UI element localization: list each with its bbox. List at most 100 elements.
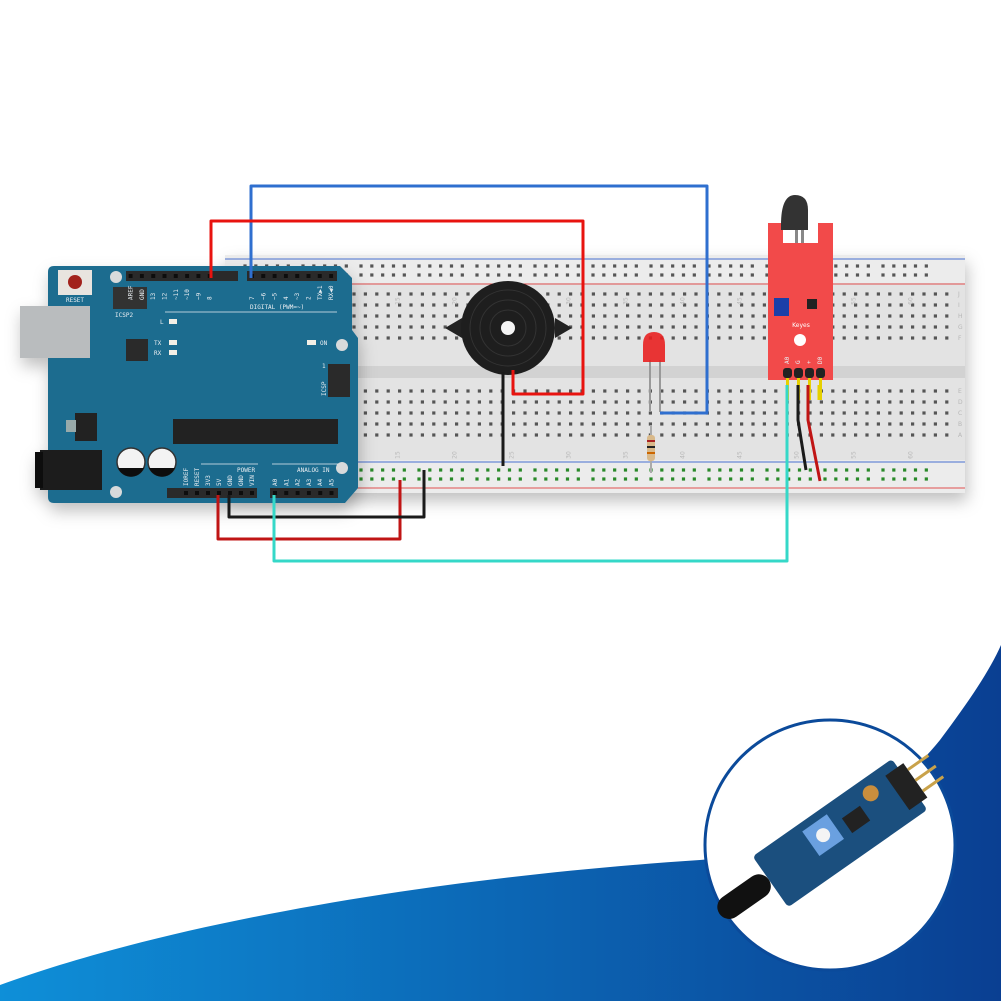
breadboard-hole	[409, 303, 413, 307]
analog-pin-label: A2	[295, 478, 302, 486]
rail-hole	[576, 477, 580, 481]
breadboard-hole	[899, 314, 903, 318]
digital-pin[interactable]	[317, 274, 322, 278]
digital-pin[interactable]	[261, 274, 266, 278]
power-pin[interactable]	[206, 491, 210, 495]
breadboard-hole	[876, 303, 880, 307]
breadboard-hole	[443, 314, 447, 318]
breadboard-hole	[591, 411, 595, 415]
digital-pin[interactable]	[283, 274, 288, 278]
rail-hole	[507, 273, 512, 277]
digital-pin[interactable]	[173, 274, 178, 278]
breadboard-hole	[774, 411, 778, 415]
sensor-pin[interactable]	[816, 368, 825, 378]
breadboard-hole	[865, 336, 869, 340]
breadboard-hole	[534, 411, 538, 415]
power-pin[interactable]	[239, 491, 243, 495]
rail-hole	[344, 264, 348, 268]
breadboard-hole	[911, 422, 915, 426]
rail-hole	[381, 273, 385, 277]
breadboard-hole	[432, 292, 436, 296]
digital-pin[interactable]	[272, 274, 277, 278]
digital-pin[interactable]	[128, 274, 133, 278]
rail-hole	[718, 468, 722, 472]
breadboard-hole	[626, 389, 630, 393]
analog-pin[interactable]	[306, 491, 311, 495]
breadboard-hole	[489, 433, 493, 437]
breadboard-hole	[546, 389, 550, 393]
rail-hole	[602, 264, 606, 268]
breadboard-hole	[432, 433, 436, 437]
breadboard-hole	[363, 411, 367, 415]
sensor-pin[interactable]	[783, 368, 792, 378]
breadboard-hole	[432, 336, 436, 340]
breadboard-hole	[671, 336, 675, 340]
rail-hole	[497, 477, 501, 481]
breadboard-hole	[717, 433, 721, 437]
power-pin[interactable]	[228, 491, 232, 495]
sensor-brand: Keyes	[792, 322, 810, 329]
breadboard-hole	[705, 422, 709, 426]
breadboard-hole	[626, 303, 630, 307]
breadboard-hole	[865, 389, 869, 393]
column-number: 35	[623, 451, 630, 459]
power-pin[interactable]	[195, 491, 199, 495]
digital-pin[interactable]	[306, 274, 311, 278]
breadboard-hole	[546, 433, 550, 437]
rail-hole	[565, 477, 570, 481]
digital-pin[interactable]	[196, 274, 201, 278]
rail-hole	[649, 273, 653, 277]
analog-pin[interactable]	[295, 491, 300, 495]
breadboard-hole	[569, 336, 573, 340]
breadboard-hole	[420, 303, 424, 307]
digital-header-2	[247, 271, 337, 281]
breadboard-hole	[546, 422, 550, 426]
breadboard-hole	[386, 314, 390, 318]
analog-pin[interactable]	[273, 491, 277, 495]
breadboard-hole	[854, 292, 858, 296]
breadboard-hole	[523, 422, 527, 426]
breadboard-hole	[648, 292, 652, 296]
sensor-pin[interactable]	[805, 368, 814, 378]
breadboard-hole	[626, 422, 630, 426]
analog-pin[interactable]	[284, 491, 289, 495]
breadboard-hole	[876, 314, 880, 318]
power-pin[interactable]	[184, 491, 188, 495]
power-pin[interactable]	[250, 491, 254, 495]
rail-hole	[439, 264, 443, 268]
breadboard-hole	[888, 336, 892, 340]
rail-hole	[486, 264, 490, 268]
breadboard-hole	[637, 325, 641, 329]
analog-pin[interactable]	[318, 491, 323, 495]
digital-pin[interactable]	[295, 274, 300, 278]
power-pin[interactable]	[217, 491, 221, 495]
breadboard-hole	[614, 325, 618, 329]
breadboard-hole	[831, 433, 835, 437]
breadboard-hole	[420, 411, 424, 415]
rail-hole	[402, 264, 406, 268]
breadboard-hole	[580, 400, 584, 404]
breadboard-hole	[717, 292, 721, 296]
digital-pin[interactable]	[185, 274, 190, 278]
breadboard-hole	[683, 422, 687, 426]
breadboard-hole	[409, 433, 413, 437]
analog-pin-label: A0	[272, 478, 279, 486]
rail-hole	[776, 477, 780, 481]
breadboard-hole	[671, 303, 675, 307]
analog-pin[interactable]	[329, 491, 334, 495]
breadboard-hole	[409, 314, 413, 318]
breadboard-hole	[420, 433, 424, 437]
digital-pin[interactable]	[151, 274, 156, 278]
digital-pin[interactable]	[329, 274, 334, 278]
digital-pin[interactable]	[162, 274, 167, 278]
rail-hole	[460, 468, 464, 472]
rail-hole	[417, 477, 421, 481]
breadboard-hole	[945, 400, 949, 404]
sensor-pin-label: +	[806, 360, 813, 364]
breadboard-hole	[512, 433, 516, 437]
digital-pin[interactable]	[139, 274, 144, 278]
sensor-pin[interactable]	[794, 368, 803, 378]
breadboard-hole	[717, 422, 721, 426]
led-on	[307, 340, 316, 345]
